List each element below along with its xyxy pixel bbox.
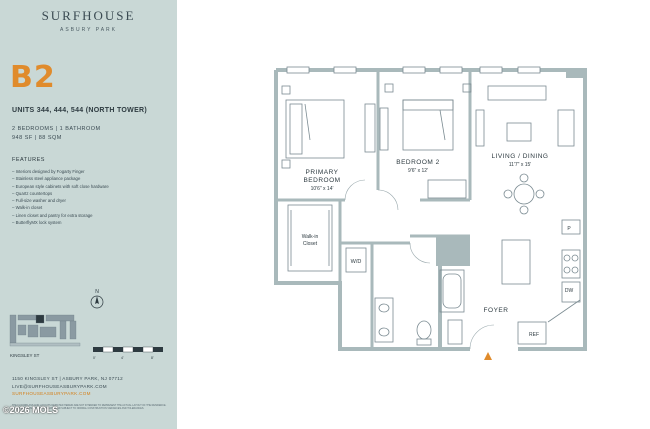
feature-item: European style cabinets with soft close … — [12, 183, 109, 190]
disclaimer: THE FLOORPLANS AND LAYOUTS DEPICTED HERE… — [12, 404, 167, 411]
washer-dryer — [345, 247, 367, 273]
door-swings — [344, 179, 495, 350]
bathroom — [374, 269, 465, 346]
unit-area: 948 SF | 88 SQM — [12, 135, 62, 141]
compass-label: N — [95, 289, 99, 295]
scale-label: 4' — [121, 356, 124, 360]
exterior-walls — [274, 68, 587, 351]
primary-bedroom-label: PRIMARY — [306, 169, 339, 176]
website-link[interactable]: SURFHOUSEASBURYPARK.COM — [12, 391, 91, 396]
feature-item: Interiors designed by Fogarty Finger — [12, 168, 109, 175]
key-plan-map — [9, 314, 81, 347]
features-list: Interiors designed by Fogarty Finger Sta… — [12, 168, 109, 226]
brand-subtitle: ASBURY PARK — [59, 27, 117, 33]
living-label: LIVING / DINING — [492, 153, 549, 160]
kitchen — [501, 219, 581, 345]
bedroom2-dims: 9'6" x 12' — [408, 168, 428, 174]
feature-item: ButterflyMX lock system — [12, 219, 109, 226]
bedroom2-label: BEDROOM 2 — [396, 159, 440, 166]
beds-baths: 2 BEDROOMS | 1 BATHROOM — [12, 126, 101, 132]
wd-label: W/D — [351, 259, 362, 265]
room-labels: PRIMARY BEDROOM 10'6" x 14' BEDROOM 2 9'… — [302, 153, 574, 338]
scale-label: 0' — [93, 356, 96, 360]
entry-arrow-icon — [484, 352, 492, 360]
living-furniture — [475, 85, 575, 215]
copyright-watermark: ©2026 MOLS — [3, 405, 59, 415]
primary-bedroom-dims: 10'6" x 14' — [311, 186, 334, 192]
living-dims: 11'7" x 15' — [509, 162, 532, 168]
floor-plan: PRIMARY BEDROOM 10'6" x 14' BEDROOM 2 9'… — [274, 66, 587, 360]
compass-icon: N — [90, 289, 104, 309]
features-heading: FEATURES — [12, 157, 45, 163]
unit-numbers: UNITS 344, 444, 544 (NORTH TOWER) — [12, 107, 148, 114]
unit-code: B2 — [10, 60, 56, 95]
pantry-label: P — [567, 226, 571, 232]
brand-logo: SURFHOUSE — [41, 8, 136, 23]
dw-label: DW — [565, 288, 574, 294]
feature-item: Full-size washer and dryer — [12, 197, 109, 204]
address: 1150 KINGSLEY ST | ASBURY PARK, NJ 07712 — [12, 376, 123, 381]
windows — [286, 66, 541, 74]
feature-item: Walk-in closet — [12, 204, 109, 211]
ref-label: REF — [529, 332, 539, 338]
scale-label: 8' — [151, 356, 154, 360]
scale-bar: 0' 4' 8' — [93, 346, 163, 360]
feature-item: Linen closet and pantry for extra storag… — [12, 212, 109, 219]
primary-bed — [281, 85, 376, 169]
feature-item: Quartz countertops — [12, 190, 109, 197]
email-link[interactable]: LIVE@SURFHOUSEASBURYPARK.COM — [12, 383, 107, 389]
bedroom2-bed — [379, 83, 472, 199]
contact-block: 1150 KINGSLEY ST | ASBURY PARK, NJ 07712… — [12, 375, 123, 398]
walkin-label: Closet — [303, 241, 318, 247]
walkin-label: Walk-in — [302, 234, 319, 240]
primary-bedroom-label: BEDROOM — [303, 177, 340, 184]
foyer-label: FOYER — [484, 307, 509, 314]
street-label: KINGSLEY ST — [10, 353, 40, 358]
walkin-closet — [287, 204, 333, 272]
info-sidebar: SURFHOUSE ASBURY PARK B2 UNITS 344, 444,… — [0, 0, 177, 429]
wall-blocks — [436, 70, 585, 266]
feature-item: Stainless steel appliance package — [12, 175, 109, 182]
key-plan-graphic: N KINGSLEY ST 0' 4' 8' — [9, 289, 163, 360]
